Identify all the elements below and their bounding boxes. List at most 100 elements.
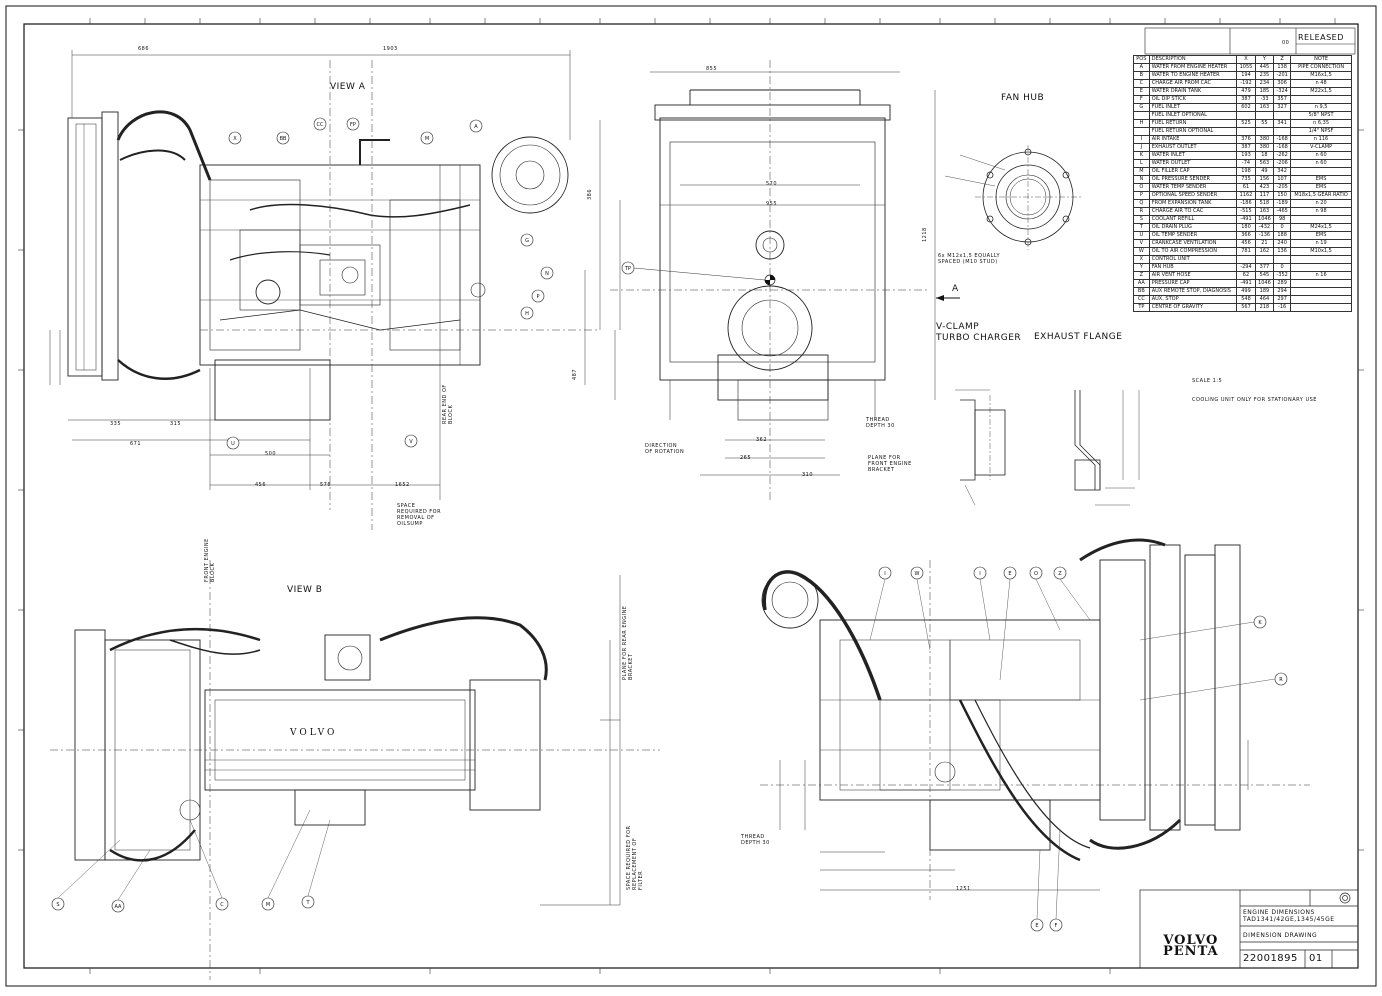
bom-header-cell: DESCRIPTION xyxy=(1148,55,1238,64)
bom-cell: 563 xyxy=(1254,159,1275,168)
bom-cell: 5/8" NPST xyxy=(1290,111,1352,120)
dim-500: 500 xyxy=(265,451,277,457)
bom-cell: 188 xyxy=(1273,231,1292,240)
bom-cell: M24x1,5 xyxy=(1290,223,1352,232)
bom-cell: AIR VENT HOSE xyxy=(1148,271,1238,280)
bom-cell: 62 xyxy=(1236,271,1256,280)
thread-depth-note-c: THREAD DEPTH 30 xyxy=(741,834,770,846)
bom-cell: WATER DRAIN TANK xyxy=(1148,87,1238,96)
bom-cell xyxy=(1236,111,1256,120)
bom-cell: 342 xyxy=(1273,167,1292,176)
bom-cell: -186 xyxy=(1236,199,1256,208)
bom-cell: FAN HUB xyxy=(1148,263,1238,272)
bom-cell: H xyxy=(1133,119,1150,128)
view-b-callout-circles xyxy=(51,895,315,913)
view-arrow-a xyxy=(936,295,960,301)
svg-text:H: H xyxy=(525,311,529,317)
svg-text:I: I xyxy=(979,571,980,577)
bom-cell: M xyxy=(1133,167,1150,176)
front-view-dimensions xyxy=(610,60,936,500)
svg-text:R: R xyxy=(1279,677,1283,683)
space-oilsump-note: SPACE REQUIRED FOR REMOVAL OF OILSUMP xyxy=(397,503,442,527)
bom-cell: 445 xyxy=(1254,63,1275,72)
bom-cell: 341 xyxy=(1273,119,1292,128)
bom-cell: 1055 xyxy=(1236,63,1256,72)
bom-cell: 189 xyxy=(1254,287,1275,296)
bom-cell: 306 xyxy=(1273,79,1292,88)
bom-cell: 150 xyxy=(1273,191,1292,200)
bom-cell: CHARGE AIR FROM CAC xyxy=(1148,79,1238,88)
revision: 00 xyxy=(1282,40,1290,46)
bom-header-cell: POS xyxy=(1133,55,1150,64)
bom-cell: FUEL INLET OPTIONAL xyxy=(1148,111,1238,120)
bom-cell: CONTROL UNIT xyxy=(1148,255,1238,264)
bom-cell: 49 xyxy=(1254,167,1275,176)
bom-cell: 387 xyxy=(1236,95,1256,104)
bom-cell xyxy=(1236,127,1256,136)
status-label: RELEASED xyxy=(1298,33,1344,42)
dim-456: 456 xyxy=(255,482,267,488)
svg-text:O: O xyxy=(1034,571,1038,577)
svg-text:K: K xyxy=(1258,620,1262,626)
vclamp-section xyxy=(955,389,1006,506)
bom-cell: 456 xyxy=(1236,239,1256,248)
bom-cell: P xyxy=(1133,191,1150,200)
bom-cell: OIL TEMP SENDER xyxy=(1148,231,1238,240)
bom-cell: A xyxy=(1133,63,1150,72)
bom-cell: 107 xyxy=(1273,175,1292,184)
dim-955: 955 xyxy=(766,201,778,207)
bom-cell: n 48 xyxy=(1290,79,1352,88)
bom-cell: AIR INTAKE xyxy=(1148,135,1238,144)
svg-text:U: U xyxy=(231,441,235,447)
bom-cell: 0 xyxy=(1273,263,1292,272)
bom-cell xyxy=(1290,279,1352,288)
dim-671: 671 xyxy=(130,441,142,447)
svg-text:S: S xyxy=(56,902,59,908)
bom-cell: COOLANT REFILL xyxy=(1148,215,1238,224)
bom-cell: Y xyxy=(1133,263,1150,272)
bom-cell: Z xyxy=(1133,271,1150,280)
bom-cell: 218 xyxy=(1254,303,1275,312)
bom-cell: 156 xyxy=(1254,175,1275,184)
view-a-callout-circles xyxy=(226,117,635,450)
svg-text:G: G xyxy=(525,238,529,244)
bom-cell: AA xyxy=(1133,279,1150,288)
bom-cell: 162 xyxy=(1254,247,1275,256)
bom-header-cell: NOTE xyxy=(1290,55,1352,64)
bom-cell xyxy=(1254,111,1275,120)
bom-cell: 18 xyxy=(1254,151,1275,160)
cooling-note: COOLING UNIT ONLY FOR STATIONARY USE xyxy=(1192,397,1317,403)
bom-cell: X xyxy=(1133,255,1150,264)
bom-cell: F xyxy=(1133,95,1150,104)
bom-cell: WATER FROM ENGINE HEATER xyxy=(1148,63,1238,72)
bom-cell: -201 xyxy=(1273,71,1292,80)
svg-text:W: W xyxy=(915,571,920,577)
space-filter-note: SPACE REQUIRED FOR REPLACEMENT OF FILTER xyxy=(626,825,644,890)
bom-cell: -515 xyxy=(1236,207,1256,216)
bom-cell: 735 xyxy=(1236,175,1256,184)
bom-cell: n 60 xyxy=(1290,151,1352,160)
bom-cell: M16x1,5 xyxy=(1290,71,1352,80)
bom-cell xyxy=(1133,127,1150,136)
bom-cell: EMS xyxy=(1290,183,1352,192)
svg-text:A: A xyxy=(474,124,478,130)
bom-cell: U xyxy=(1133,231,1150,240)
dim-386: 386 xyxy=(587,188,593,200)
bom-cell: OIL FILLER CAP xyxy=(1148,167,1238,176)
bom-cell: 499 xyxy=(1236,287,1256,296)
